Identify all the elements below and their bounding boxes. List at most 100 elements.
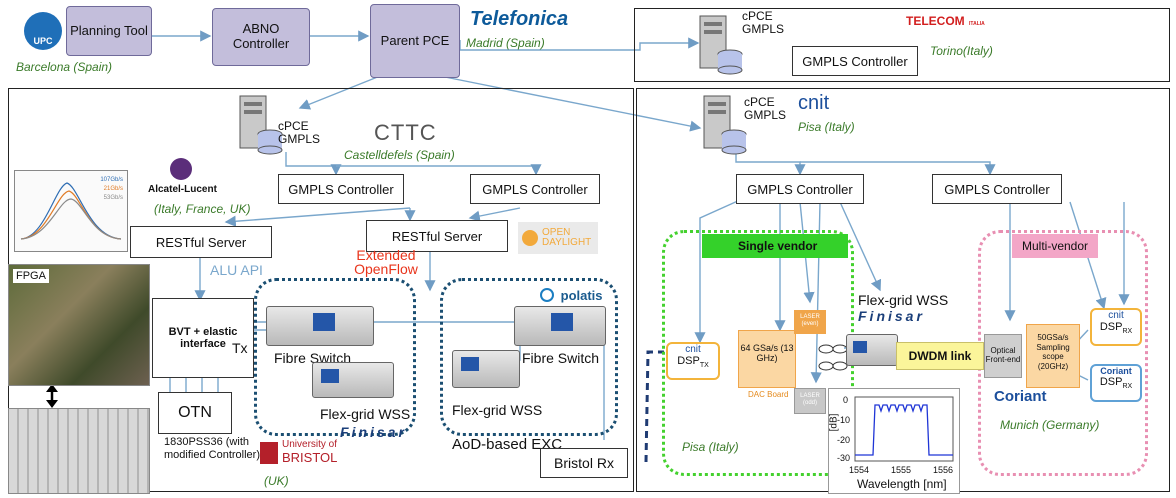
fpga-photo: FPGA [8,264,150,386]
bristol-crest-icon [260,441,278,464]
spectrum-thumbnail-plot [20,182,122,240]
bristol-rx-box[interactable]: Bristol Rx [540,448,628,478]
bristol-logo: University of BRISTOL [260,439,338,465]
telecom-logo-text: TELECOM [906,14,965,28]
upc-label: UPC [33,36,53,46]
barcelona-location: Barcelona (Spain) [16,60,113,74]
pisa-server-icon [703,95,747,155]
alcatel-logo: Alcatel-Lucent [148,184,217,195]
restful-server-a[interactable]: RESTful Server [130,226,272,258]
pisa-gmpls-controller-b[interactable]: GMPLS Controller [932,174,1062,204]
dsp-tx-sub: TX [699,362,709,370]
laser-odd-label: LASER (odd) [800,393,820,407]
spectrum-xtick-1: 1555 [891,465,912,475]
polatis-label: polatis [560,288,603,303]
spectrum-plot: 0 -10 -20 -30 [dB] 1554 1555 1556 Wavele… [828,388,960,494]
laser-odd-box[interactable]: LASER (odd) [794,388,826,414]
fibre-switch-a-device[interactable] [266,306,374,346]
opendaylight-sun-icon [522,230,538,246]
cttc-gmpls-controller-a[interactable]: GMPLS Controller [278,174,404,204]
telefonica-logo: Telefonica [470,8,569,30]
spectrum-thumbnail: 107Gb/s 21Gb/s 53Gb/s [14,170,128,252]
cttc-cpce-label: cPCE GMPLS [278,119,321,147]
flexgrid-wss-a-screen [321,369,339,383]
dsp-rx-1-main: DSP [1099,321,1123,333]
fibre-switch-b-device[interactable] [514,306,606,346]
spectrum-legend-1: 107Gb/s [100,177,123,183]
telecom-logo: TELECOM ITALIA [906,14,985,28]
planning-tool-node[interactable]: Planning Tool [66,6,152,56]
bristol-logo-text: University of BRISTOL [282,439,338,465]
spectrum-legend-2: 21Gb/s [103,186,123,192]
cttc-server-icon [239,95,283,155]
tx-label: Tx [232,340,248,356]
fibre-switch-b-label: Fibre Switch [522,350,600,366]
pisa-location: Pisa (Italy) [798,120,855,134]
polatis-icon [540,288,554,302]
dsp-tx-label: DSPTX [668,355,718,369]
uk-location: (UK) [264,474,289,488]
cttc-fibre-switch-group-a [254,278,416,436]
pss-label: 1830PSS36 (with modified Controller) [164,436,260,462]
pisa-gmpls-controller-a[interactable]: GMPLS Controller [736,174,864,204]
bvt-label: BVT + elastic interface [168,326,238,350]
dsp-tx-box[interactable]: cnit DSPTX [666,342,720,380]
restful-server-b[interactable]: RESTful Server [366,220,508,252]
alu-api-label: ALU API [210,262,263,278]
rack-photo [8,408,150,494]
dsp-rx-box-2[interactable]: Coriant DSPRX [1090,364,1142,402]
madrid-location: Madrid (Spain) [466,36,545,50]
opendaylight-label: OPEN DAYLIGHT [542,227,592,248]
bvt-box[interactable]: BVT + elastic interface [152,298,254,378]
telecom-logo-sub: ITALIA [969,21,985,27]
adc-box[interactable]: 64 GSa/s (13 GHz) [738,330,796,388]
dsp-rx-2-coriant-logo: Coriant [1100,366,1132,376]
spectrum-ylabel: [dB] [828,413,840,432]
dsp-rx-2-label: DSPRX [1092,376,1140,390]
dwdm-link[interactable]: DWDM link [896,342,984,370]
finisar-logo-pisa: Finisar [858,308,925,324]
spectrum-plot-svg [854,396,954,462]
spectrum-ytick-3: -30 [837,453,851,463]
torino-panel [634,8,1170,82]
flexgrid-wss-b-device[interactable] [452,350,520,388]
bristol-logo-line-1: University of [282,439,338,450]
torino-gmpls-controller[interactable]: GMPLS Controller [792,46,918,76]
torino-cpce-label: cPCE GMPLS [742,9,785,37]
cttc-location: Castelldefels (Spain) [344,148,455,162]
munich-location: Munich (Germany) [1000,418,1100,432]
spectrum-xtick-2: 1556 [933,465,954,475]
extended-openflow-label: Extended OpenFlow [354,247,418,277]
optical-frontend-box[interactable]: Optical Front-end [984,334,1022,378]
cttc-gmpls-controller-b[interactable]: GMPLS Controller [470,174,600,204]
alcatel-logo-icon [170,158,192,180]
dsp-rx-1-label: DSPRX [1092,321,1140,335]
sampling-scope-label: 50GSa/s Sampling scope (20GHz) [1036,333,1070,371]
coriant-logo: Coriant [994,388,1047,405]
laser-even-box[interactable]: LASER (even) [794,310,826,334]
otn-box[interactable]: OTN [158,392,232,434]
pisa-flexgrid-label: Flex-grid WSS [858,292,949,308]
cttc-logo: CTTC [374,120,437,145]
dsp-rx-box-1[interactable]: cnit DSPRX [1090,308,1142,346]
dsp-rx-1-cnit-logo: cnit [1108,310,1124,321]
flexgrid-wss-b-screen [461,357,479,371]
dsp-tx-main: DSP [677,355,700,367]
torino-server-icon [699,15,743,75]
aod-exc-label: AoD-based EXC [452,436,563,453]
flexgrid-wss-a-device[interactable] [312,362,394,398]
dsp-rx-2-sub: RX [1122,383,1133,391]
spectrum-xlabel: Wavelength [nm] [857,477,947,491]
abno-controller-node[interactable]: ABNO Controller [212,8,310,66]
sampling-scope-box[interactable]: 50GSa/s Sampling scope (20GHz) [1026,324,1080,388]
polatis-logo: polatis [540,288,603,303]
spectrum-ytick-2: -20 [837,435,851,445]
pisa-wss-device[interactable] [846,334,898,366]
dac-board-label: DAC Board [748,390,789,399]
upc-logo: UPC [24,12,62,50]
cnit-logo: cnit [798,92,830,114]
flexgrid-wss-b-label: Flex-grid WSS [452,402,543,418]
parent-pce-node[interactable]: Parent PCE [370,4,460,78]
opendaylight-logo: OPEN DAYLIGHT [518,222,598,254]
fibre-switch-a-screen [313,313,335,331]
